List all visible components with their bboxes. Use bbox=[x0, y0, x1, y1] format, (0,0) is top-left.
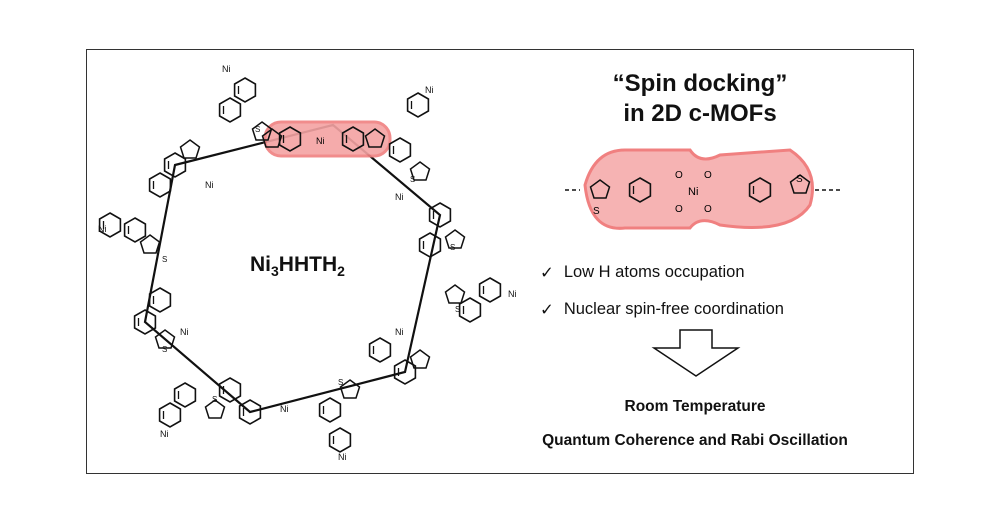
sulfur-labels: S S S S S S S S bbox=[162, 125, 460, 404]
svg-text:S: S bbox=[255, 125, 260, 134]
svg-text:Ni: Ni bbox=[395, 327, 404, 337]
svg-text:Ni: Ni bbox=[425, 85, 434, 95]
linker-o-label-3: O bbox=[704, 170, 712, 181]
result-line-1: Room Temperature bbox=[624, 398, 766, 415]
svg-text:Ni: Ni bbox=[180, 327, 189, 337]
svg-text:Ni: Ni bbox=[395, 192, 404, 202]
svg-text:S: S bbox=[450, 243, 455, 252]
check-icon: ✓ bbox=[540, 301, 554, 319]
svg-text:Ni: Ni bbox=[508, 289, 517, 299]
node-labels: Ni Ni Ni Ni Ni Ni Ni Ni Ni Ni Ni bbox=[98, 64, 517, 462]
highlight-ni: Ni bbox=[316, 136, 325, 146]
svg-text:Ni: Ni bbox=[205, 180, 214, 190]
check-icon: ✓ bbox=[540, 264, 554, 282]
svg-text:Ni: Ni bbox=[280, 404, 289, 414]
linker-s-label-1: S bbox=[593, 206, 600, 217]
svg-text:S: S bbox=[212, 395, 217, 404]
check-item-1: ✓ Low H atoms occupation bbox=[540, 263, 745, 282]
svg-text:S: S bbox=[410, 175, 415, 184]
linker-ni-label: Ni bbox=[688, 186, 698, 198]
linker-o-label-2: O bbox=[675, 204, 683, 215]
svg-text:Ni: Ni bbox=[222, 64, 231, 74]
svg-text:Ni: Ni bbox=[160, 429, 169, 439]
check-item-2: ✓ Nuclear spin-free coordination bbox=[540, 300, 784, 319]
svg-text:Ni: Ni bbox=[98, 224, 107, 234]
svg-text:Ni: Ni bbox=[338, 452, 347, 462]
title-line-1: “Spin docking” bbox=[612, 70, 788, 97]
linker-s-label-2: S bbox=[796, 174, 803, 185]
svg-text:S: S bbox=[162, 345, 167, 354]
down-arrow-icon bbox=[651, 329, 741, 377]
linker-o-label-1: O bbox=[675, 170, 683, 181]
svg-text:S: S bbox=[455, 305, 460, 314]
result-line-2: Quantum Coherence and Rabi Oscillation bbox=[542, 432, 848, 449]
framework-label: Ni3HHTH2 bbox=[250, 253, 345, 280]
figure-frame bbox=[86, 49, 914, 474]
linker-o-label-4: O bbox=[704, 204, 712, 215]
linker-highlight bbox=[583, 148, 814, 230]
svg-text:S: S bbox=[162, 255, 167, 264]
svg-text:S: S bbox=[338, 378, 343, 387]
title-line-2: in 2D c-MOFs bbox=[623, 100, 777, 127]
